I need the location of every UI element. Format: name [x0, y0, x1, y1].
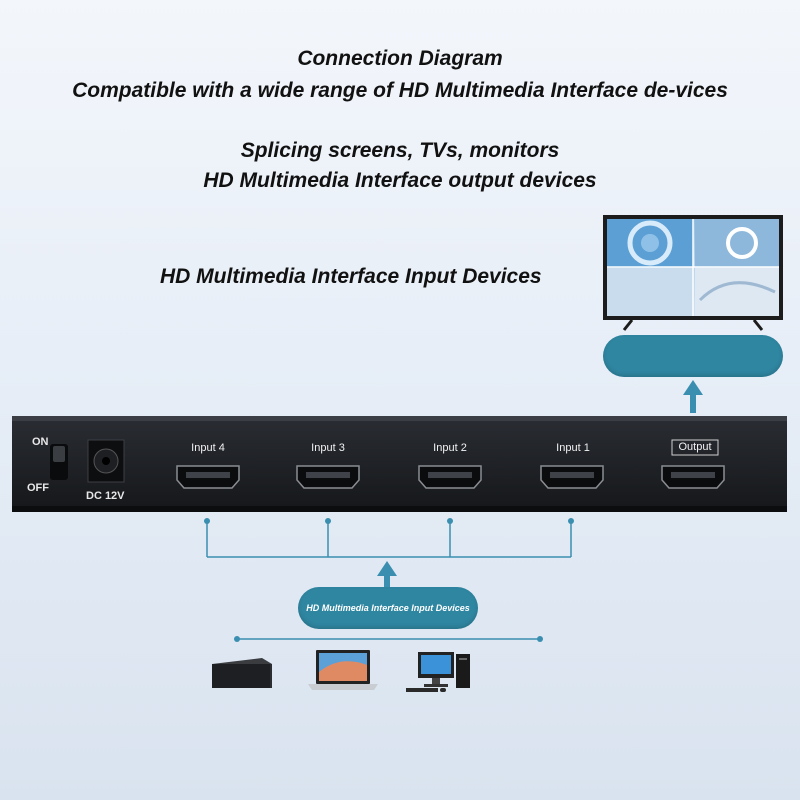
- port-label-input-2: Input 2: [433, 442, 467, 454]
- switch-on-label: ON: [32, 436, 49, 448]
- hdmi-port-output-icon: [661, 465, 725, 489]
- switch-off-label: OFF: [27, 482, 49, 494]
- hdmi-switch-device: [12, 416, 787, 512]
- hdmi-port-input-3-icon: [296, 465, 360, 489]
- output-devices-text: HD Multimedia Interface output devices: [203, 169, 597, 192]
- compatibility-text: Compatible with a wide range of HD Multi…: [72, 79, 728, 102]
- connection-dots: [204, 518, 574, 524]
- diagram-title: Connection Diagram: [297, 47, 503, 70]
- hdmi-port-input-1-icon: [540, 465, 604, 489]
- desktop-computer-icon: [406, 652, 470, 692]
- port-label-input-4: Input 4: [191, 442, 225, 454]
- input-connection-lines: [206, 522, 572, 558]
- input-devices-heading: HD Multimedia Interface Input Devices: [160, 265, 542, 288]
- source-devices-line: [234, 636, 543, 642]
- set-top-box-icon: [212, 658, 272, 688]
- output-label-box: [671, 439, 719, 456]
- output-arrow: [683, 380, 703, 413]
- power-label: DC 12V: [86, 490, 125, 502]
- dc-power-jack-icon: [87, 439, 125, 483]
- input-devices-pill: HD Multimedia Interface Input Devices: [298, 587, 478, 629]
- hdmi-port-input-2-icon: [418, 465, 482, 489]
- port-label-output: Output: [678, 441, 712, 453]
- input-arrow: [377, 561, 397, 588]
- port-label-input-3: Input 3: [311, 442, 345, 454]
- port-label-input-1: Input 1: [556, 442, 590, 454]
- laptop-icon: [308, 650, 378, 690]
- tv-monitor-icon: [603, 215, 783, 331]
- hdmi-port-input-4-icon: [176, 465, 240, 489]
- splicing-text: Splicing screens, TVs, monitors: [240, 139, 560, 162]
- power-switch-icon: [50, 444, 68, 480]
- output-device-pill: [603, 335, 783, 377]
